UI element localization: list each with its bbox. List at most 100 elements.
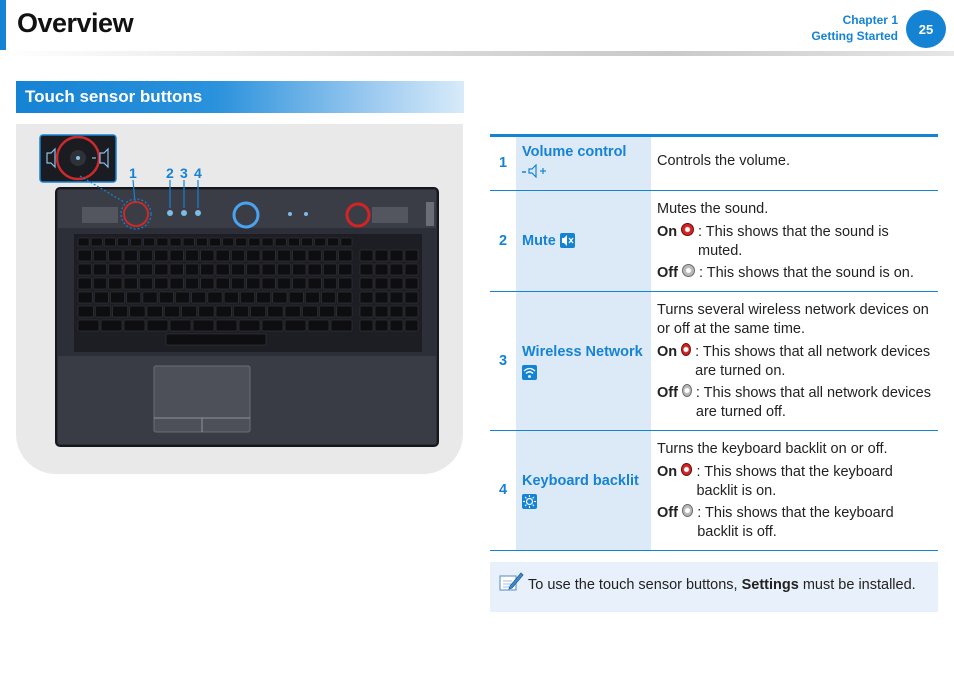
numpad-key — [374, 319, 389, 332]
keyboard-key — [215, 319, 238, 332]
keyboard-key — [248, 237, 261, 247]
keyboard-key — [139, 249, 153, 262]
numpad-key — [359, 249, 374, 262]
state-row: Off : This shows that the keyboard backli… — [657, 503, 934, 542]
indicator-on-icon — [681, 462, 693, 476]
keyboard-key — [215, 249, 230, 262]
numpad-key — [404, 319, 419, 332]
keyboard-key — [77, 263, 92, 276]
callout-3: 3 — [180, 165, 188, 181]
numpad-key — [374, 249, 389, 262]
keyboard-key — [337, 291, 353, 304]
keyboard-key — [200, 249, 215, 262]
keyboard-key — [77, 319, 100, 332]
keyboard-key — [321, 291, 336, 304]
keyboard-key — [222, 237, 234, 247]
keyboard-key — [256, 291, 272, 304]
keyboard-key — [327, 237, 340, 247]
keyboard-key — [284, 319, 307, 332]
keyboard-key — [77, 277, 92, 290]
indicator-off-icon — [681, 503, 694, 517]
state-label: Off — [657, 384, 678, 401]
keyboard-key — [323, 249, 337, 262]
keyboard-key — [191, 291, 207, 304]
numpad-key — [359, 305, 374, 318]
keyboard-key — [142, 291, 158, 304]
keyboard-key — [307, 277, 322, 290]
keyboard-key — [169, 319, 192, 332]
row-name-cell: Mute — [516, 190, 651, 292]
keyboard-key — [110, 291, 125, 304]
state-label: On — [657, 223, 678, 240]
keyboard-key — [215, 277, 230, 290]
numpad-key — [374, 277, 389, 290]
header-divider — [0, 51, 954, 56]
numpad-key — [374, 263, 389, 276]
state-label: Off — [657, 504, 678, 521]
row-name-cell: Volume control — [516, 135, 651, 191]
row-name-cell: Keyboard backlit — [516, 430, 651, 551]
state-row: On: This shows that all network devices … — [657, 342, 934, 381]
keyboard-key — [235, 237, 248, 247]
state-text: : This shows that the keyboard backlit i… — [697, 504, 894, 540]
keyboard-key — [338, 263, 353, 276]
keyboard-key — [93, 263, 107, 276]
keyboard-key — [146, 305, 163, 318]
state-text: : This shows that all network devices ar… — [695, 343, 931, 379]
keyboard-key — [238, 319, 261, 332]
numpad-key — [389, 249, 404, 262]
keyboard-key — [108, 249, 123, 262]
keyboard-key — [126, 291, 142, 304]
numpad-key — [404, 291, 419, 304]
keyboard-key — [246, 263, 261, 276]
state-text: : This shows that the keyboard backlit i… — [696, 463, 893, 499]
keyboard-key — [261, 319, 284, 332]
keyboard-key — [146, 319, 169, 332]
keyboard-key — [215, 263, 230, 276]
numpad-key — [359, 291, 374, 304]
keyboard-key — [209, 237, 221, 247]
state-row: Off: This shows that the sound is on. — [657, 263, 934, 283]
numpad-key — [389, 291, 404, 304]
keyboard-key — [185, 249, 199, 262]
numpad-key — [389, 277, 404, 290]
keyboard-key — [77, 305, 94, 318]
row-number: 4 — [498, 482, 508, 498]
keyboard-key — [292, 249, 307, 262]
chapter-label: Chapter 1 Getting Started — [811, 12, 898, 44]
row-description-cell: Mutes the sound.On: This shows that the … — [651, 191, 938, 292]
keyboard-key — [77, 291, 93, 304]
keyboard-key — [200, 263, 215, 276]
keyboard-key — [93, 291, 109, 304]
keyboard-key — [123, 319, 146, 332]
numpad-key — [389, 263, 404, 276]
state-row: Off: This shows that all network devices… — [657, 383, 934, 422]
keyboard-key — [277, 277, 291, 290]
keyboard-key — [185, 277, 199, 290]
keyboard-key — [207, 291, 223, 304]
keyboard-key — [307, 249, 322, 262]
keyboard-key — [169, 237, 182, 247]
chapter-number: Chapter 1 — [842, 13, 898, 27]
row-name: Mute — [522, 232, 556, 249]
page-title: Overview — [17, 8, 134, 38]
indicator-on-icon — [681, 222, 694, 236]
keyboard-key — [261, 237, 274, 247]
keyboard-key — [164, 305, 180, 318]
volume-icon — [522, 163, 645, 184]
laptop-figure: 1 2 3 4 — [16, 124, 463, 474]
keyboard-key — [240, 291, 255, 304]
note-emphasis: Settings — [741, 577, 799, 593]
row-number: 1 — [498, 155, 508, 171]
keyboard-key — [261, 277, 276, 290]
keyboard-key — [292, 263, 307, 276]
keyboard-key — [93, 249, 107, 262]
keyboard-key — [307, 263, 322, 276]
page-number-badge: 25 — [906, 10, 946, 48]
keyboard-key — [274, 237, 287, 247]
row-name: Volume control — [522, 144, 627, 160]
numpad-key — [359, 277, 374, 290]
keyboard-key — [284, 305, 301, 318]
